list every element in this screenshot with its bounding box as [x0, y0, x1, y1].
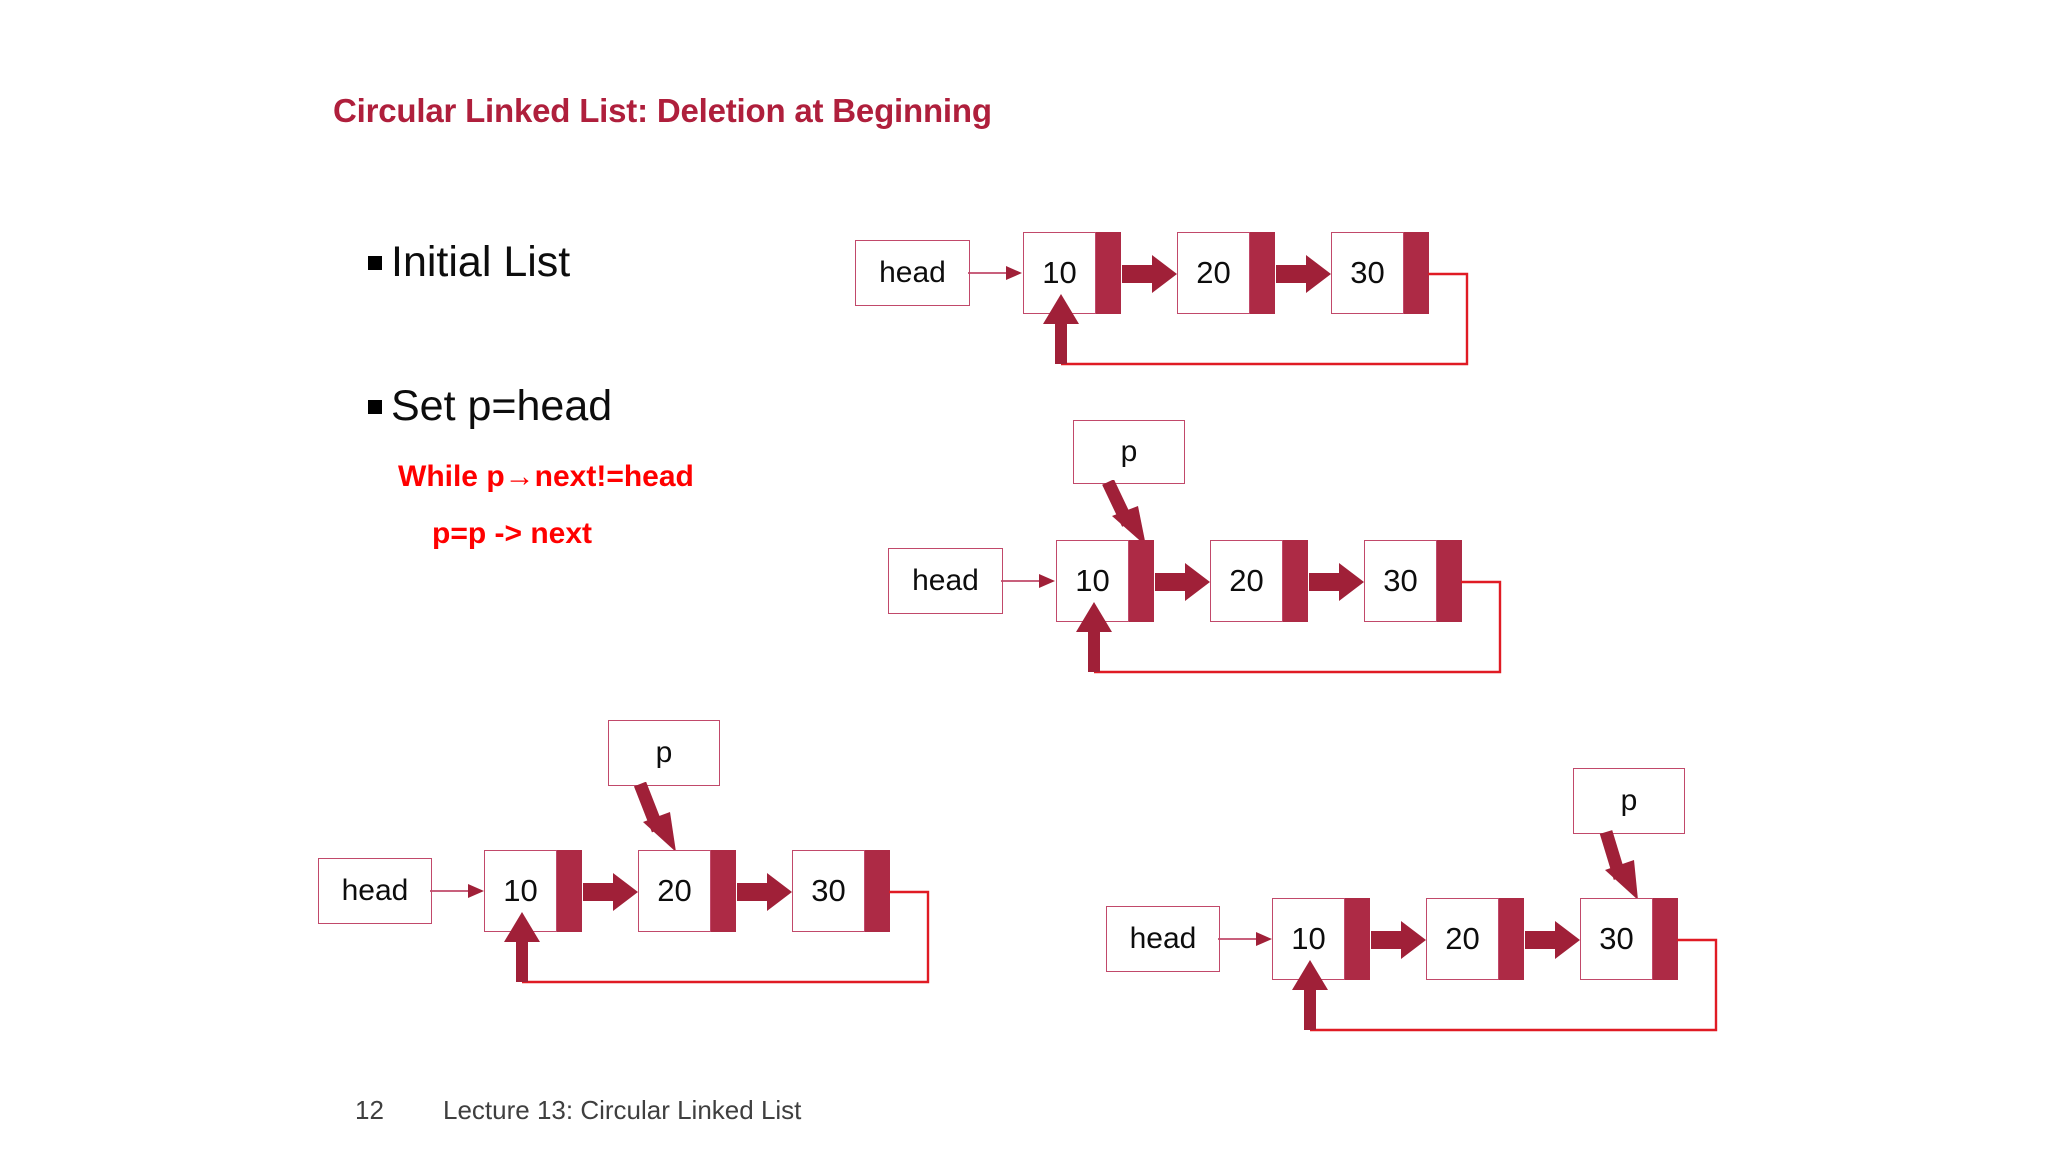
bullet-label: Set p=head [391, 382, 613, 430]
pointer-label: p [655, 736, 673, 769]
list-node: 20 [1426, 898, 1524, 980]
node-next-field [1283, 540, 1308, 622]
list-node: 10 [1023, 232, 1121, 314]
list-node: 20 [1177, 232, 1275, 314]
pointer-down-arrow-icon [1599, 830, 1638, 900]
page-number: 12 [355, 1095, 384, 1125]
bullet-item-set-p-head: Set p=head [368, 382, 613, 430]
list-node: 30 [1331, 232, 1429, 314]
code-line-advance: p=p -> next [432, 517, 593, 550]
node-next-field [1250, 232, 1275, 314]
node-next-field [557, 850, 582, 932]
bullet-item-initial-list: Initial List [368, 238, 571, 286]
next-arrow-icon [1371, 921, 1426, 959]
pointer-box: p [1573, 768, 1685, 834]
head-link-arrow-icon [430, 884, 484, 898]
node-value: 20 [638, 850, 711, 932]
next-arrow-icon [1276, 255, 1331, 293]
node-next-field [1129, 540, 1154, 622]
node-next-field [1653, 898, 1678, 980]
node-next-field [865, 850, 890, 932]
circular-wrap-arrow-icon [1292, 938, 1718, 1032]
next-arrow-icon [737, 873, 792, 911]
circular-wrap-arrow-icon [504, 890, 930, 984]
pointer-down-arrow-icon [633, 782, 676, 852]
circular-wrap-arrow-icon [1076, 580, 1502, 674]
pointer-label: p [1620, 784, 1638, 817]
next-arrow-icon [1155, 563, 1210, 601]
node-value: 20 [1426, 898, 1499, 980]
head-link-arrow-icon [968, 266, 1022, 280]
head-box: head [318, 858, 432, 924]
node-next-field [1437, 540, 1462, 622]
list-node: 30 [1364, 540, 1462, 622]
head-label: head [1129, 922, 1197, 955]
node-value: 30 [792, 850, 865, 932]
next-arrow-icon [1309, 563, 1364, 601]
bullet-label: Initial List [391, 238, 571, 286]
footer-label: Lecture 13: Circular Linked List [443, 1095, 802, 1125]
list-node: 30 [1580, 898, 1678, 980]
node-value: 30 [1364, 540, 1437, 622]
square-bullet-icon [368, 400, 382, 414]
diagram-p-at-node-10: p head 10 20 30 [888, 420, 1548, 674]
diagram-p-at-node-30: p head 10 20 30 [1106, 768, 1766, 1032]
head-label: head [912, 564, 979, 597]
list-node: 10 [484, 850, 582, 932]
pointer-box: p [1073, 420, 1185, 484]
pointer-label: p [1120, 435, 1138, 468]
node-next-field [711, 850, 736, 932]
circular-wrap-arrow-icon [1043, 272, 1469, 366]
square-bullet-icon [368, 256, 382, 270]
node-next-field [1499, 898, 1524, 980]
code-line-while: While p→next!=head [398, 460, 694, 493]
node-value: 10 [1023, 232, 1096, 314]
next-arrow-icon [583, 873, 638, 911]
diagram-p-at-node-20: p head 10 20 30 [318, 720, 978, 984]
head-label: head [341, 874, 409, 907]
node-next-field [1404, 232, 1429, 314]
next-arrow-icon [1525, 921, 1580, 959]
head-box: head [888, 548, 1003, 614]
head-link-arrow-icon [1001, 574, 1055, 588]
list-node: 20 [1210, 540, 1308, 622]
diagram-initial-list: head 10 20 30 [855, 232, 1495, 366]
page-title: Circular Linked List: Deletion at Beginn… [333, 92, 992, 129]
list-node: 20 [638, 850, 736, 932]
node-value: 20 [1210, 540, 1283, 622]
node-value: 30 [1580, 898, 1653, 980]
next-arrow-icon [1122, 255, 1177, 293]
node-value: 30 [1331, 232, 1404, 314]
pointer-down-arrow-icon [1102, 480, 1146, 546]
head-box: head [1106, 906, 1220, 972]
list-node: 30 [792, 850, 890, 932]
head-label: head [879, 256, 946, 289]
node-value: 20 [1177, 232, 1250, 314]
node-next-field [1345, 898, 1370, 980]
head-box: head [855, 240, 970, 306]
node-next-field [1096, 232, 1121, 314]
head-link-arrow-icon [1218, 932, 1272, 946]
pointer-box: p [608, 720, 720, 786]
